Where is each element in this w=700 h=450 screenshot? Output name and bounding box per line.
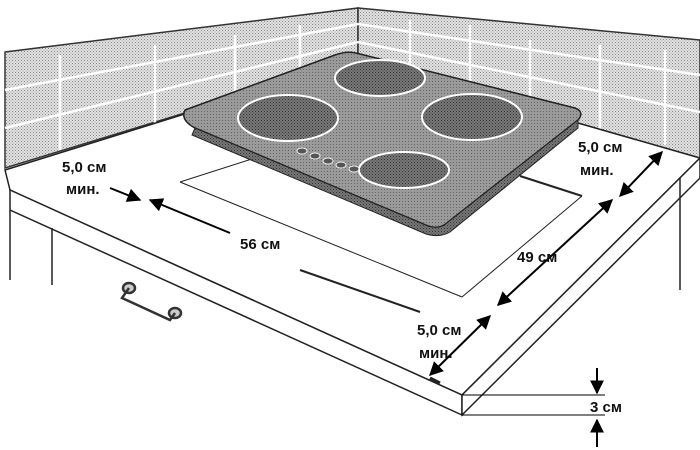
burner [358, 151, 450, 189]
cooktop [183, 51, 582, 237]
front-gap-value-label: 5,0 см [417, 322, 462, 339]
depth-label: 49 см [517, 249, 558, 266]
burner [334, 59, 426, 97]
back-gap-value-label: 5,0 см [578, 139, 623, 156]
front-gap-min-label: мин. [419, 345, 453, 362]
backsplash [4, 7, 700, 170]
dimension-arrows [109, 150, 663, 447]
left-gap-min-label: мин. [66, 181, 100, 198]
burner [421, 93, 523, 141]
burner [237, 94, 339, 142]
control-knobs [296, 147, 360, 173]
thickness-label: 3 см [590, 399, 622, 416]
drawer-handle-icon [120, 281, 183, 322]
back-gap-min-label: мин. [580, 162, 614, 179]
width-label: 56 см [240, 236, 281, 253]
left-gap-value-label: 5,0 см [62, 159, 107, 176]
